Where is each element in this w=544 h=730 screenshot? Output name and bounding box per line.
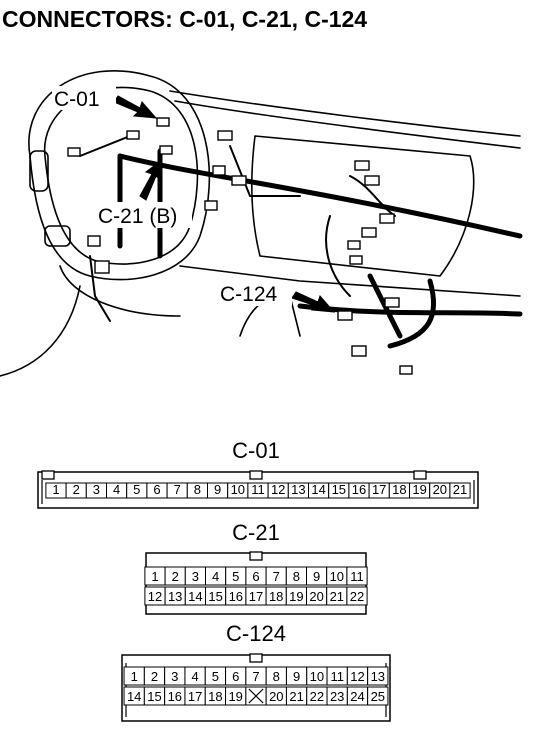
pin-number: 16: [229, 589, 243, 604]
pin-number: 7: [174, 482, 181, 497]
connector-icon: [126, 130, 140, 140]
pin-number: 25: [371, 689, 385, 704]
pin-number: 3: [93, 482, 100, 497]
pin-number: 19: [289, 589, 303, 604]
empty-pin-mark: [248, 688, 264, 704]
connector-label: C-01: [232, 438, 280, 463]
connector-label: C-124: [226, 621, 286, 646]
pin-number: 23: [330, 689, 344, 704]
pin-number: 7: [273, 569, 280, 584]
pin-number: 12: [271, 482, 285, 497]
pin-number: 11: [350, 569, 364, 584]
pin-number: 20: [433, 482, 447, 497]
pin-number: 2: [73, 482, 80, 497]
pin-number: 8: [293, 569, 300, 584]
pin-number: 14: [311, 482, 325, 497]
pin-number: 12: [148, 589, 162, 604]
pin-number: 5: [212, 669, 219, 684]
pin-number: 6: [153, 482, 160, 497]
pin-number: 5: [133, 482, 140, 497]
pin-number: 9: [214, 482, 221, 497]
pin-cell: [346, 586, 368, 606]
page-title: CONNECTORS: C-01, C-21, C-124: [2, 6, 368, 32]
pin-number: 13: [371, 669, 385, 684]
pin-number: 11: [330, 669, 344, 684]
callout-c21: C-21 (B): [98, 205, 177, 228]
pin-number: 15: [208, 589, 222, 604]
pin-number: 24: [350, 689, 364, 704]
pin-number: 3: [171, 669, 178, 684]
pin-number: 13: [168, 589, 182, 604]
pin-number: 3: [192, 569, 199, 584]
pin-number: 14: [188, 589, 202, 604]
pin-number: 13: [291, 482, 305, 497]
pin-number: 15: [147, 689, 161, 704]
pin-number: 1: [151, 569, 158, 584]
pin-number: 17: [188, 689, 202, 704]
harness-wire-main: [117, 153, 523, 239]
locking-tab: [413, 470, 427, 480]
pin-number: 9: [313, 569, 320, 584]
pin-number: 7: [252, 669, 259, 684]
pin-number: 17: [249, 589, 263, 604]
panel-opening: [250, 135, 475, 277]
pin-number: 2: [151, 669, 158, 684]
dashboard-harness-illustration: C-01 C-21 (B) C-124: [0, 70, 523, 377]
pin-number: 5: [232, 569, 239, 584]
pin-number: 6: [252, 569, 259, 584]
pin-number: 10: [231, 482, 245, 497]
arrow-icon: [291, 291, 336, 313]
locking-tab: [249, 653, 263, 663]
connector-label: C-21: [232, 520, 280, 545]
locking-tab: [249, 551, 263, 561]
pin-number: 11: [251, 482, 265, 497]
pin-number: 10: [330, 569, 344, 584]
dashboard-outline: [169, 90, 521, 137]
pin-number: 4: [113, 482, 120, 497]
pin-number: 4: [191, 669, 198, 684]
pin-number: 14: [127, 689, 141, 704]
pin-number: 19: [412, 482, 426, 497]
pin-number: 21: [453, 482, 467, 497]
pin-number: 1: [131, 669, 138, 684]
pin-number: 16: [168, 689, 182, 704]
steering-wheel: [28, 70, 211, 281]
pin-number: 4: [212, 569, 219, 584]
pin-number: 16: [352, 482, 366, 497]
pin-number: 9: [293, 669, 300, 684]
pin-number: 17: [372, 482, 386, 497]
pin-number: 22: [350, 589, 364, 604]
pin-number: 2: [172, 569, 179, 584]
pin-number: 18: [392, 482, 406, 497]
arrow-icon: [113, 95, 158, 119]
pin-number: 6: [232, 669, 239, 684]
pin-number: 8: [194, 482, 201, 497]
pin-cell: [449, 482, 471, 499]
pin-cell: [367, 686, 389, 706]
pin-number: 20: [309, 589, 323, 604]
locking-tab: [249, 470, 263, 480]
pin-number: 21: [330, 589, 344, 604]
pin-number: 22: [310, 689, 324, 704]
pin-number: 10: [310, 669, 324, 684]
pin-number: 1: [52, 482, 59, 497]
pin-number: 18: [208, 689, 222, 704]
pin-cell: [367, 666, 389, 686]
pin-number: 20: [269, 689, 283, 704]
pin-number: 21: [289, 689, 303, 704]
pin-number: 12: [350, 669, 364, 684]
pin-number: 8: [273, 669, 280, 684]
pin-number: 18: [269, 589, 283, 604]
pin-number: 15: [332, 482, 346, 497]
pin-cell: [346, 566, 368, 586]
pin-number: 19: [228, 689, 242, 704]
callout-c124: C-124: [220, 283, 278, 306]
arrow-icon: [139, 158, 163, 201]
callout-c01: C-01: [54, 88, 100, 111]
locking-tab: [41, 470, 55, 480]
